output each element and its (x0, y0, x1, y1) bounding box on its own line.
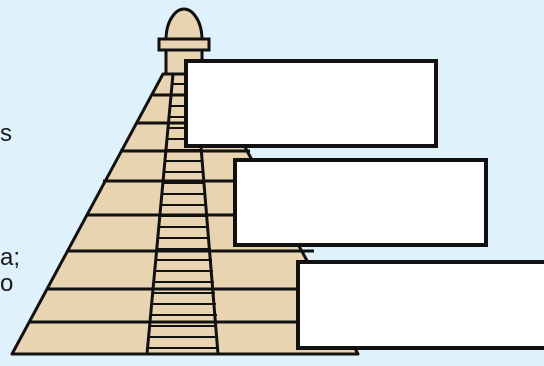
label-box-1 (184, 59, 438, 148)
label-box-3 (296, 260, 544, 350)
edge-text-3: o (0, 270, 14, 297)
label-box-2 (233, 158, 488, 247)
temple-cap (157, 37, 211, 52)
edge-text-2: a; (0, 244, 21, 271)
edge-text-1: s (0, 120, 12, 147)
temple-dome (164, 7, 204, 42)
stair-rail-left (145, 73, 175, 355)
